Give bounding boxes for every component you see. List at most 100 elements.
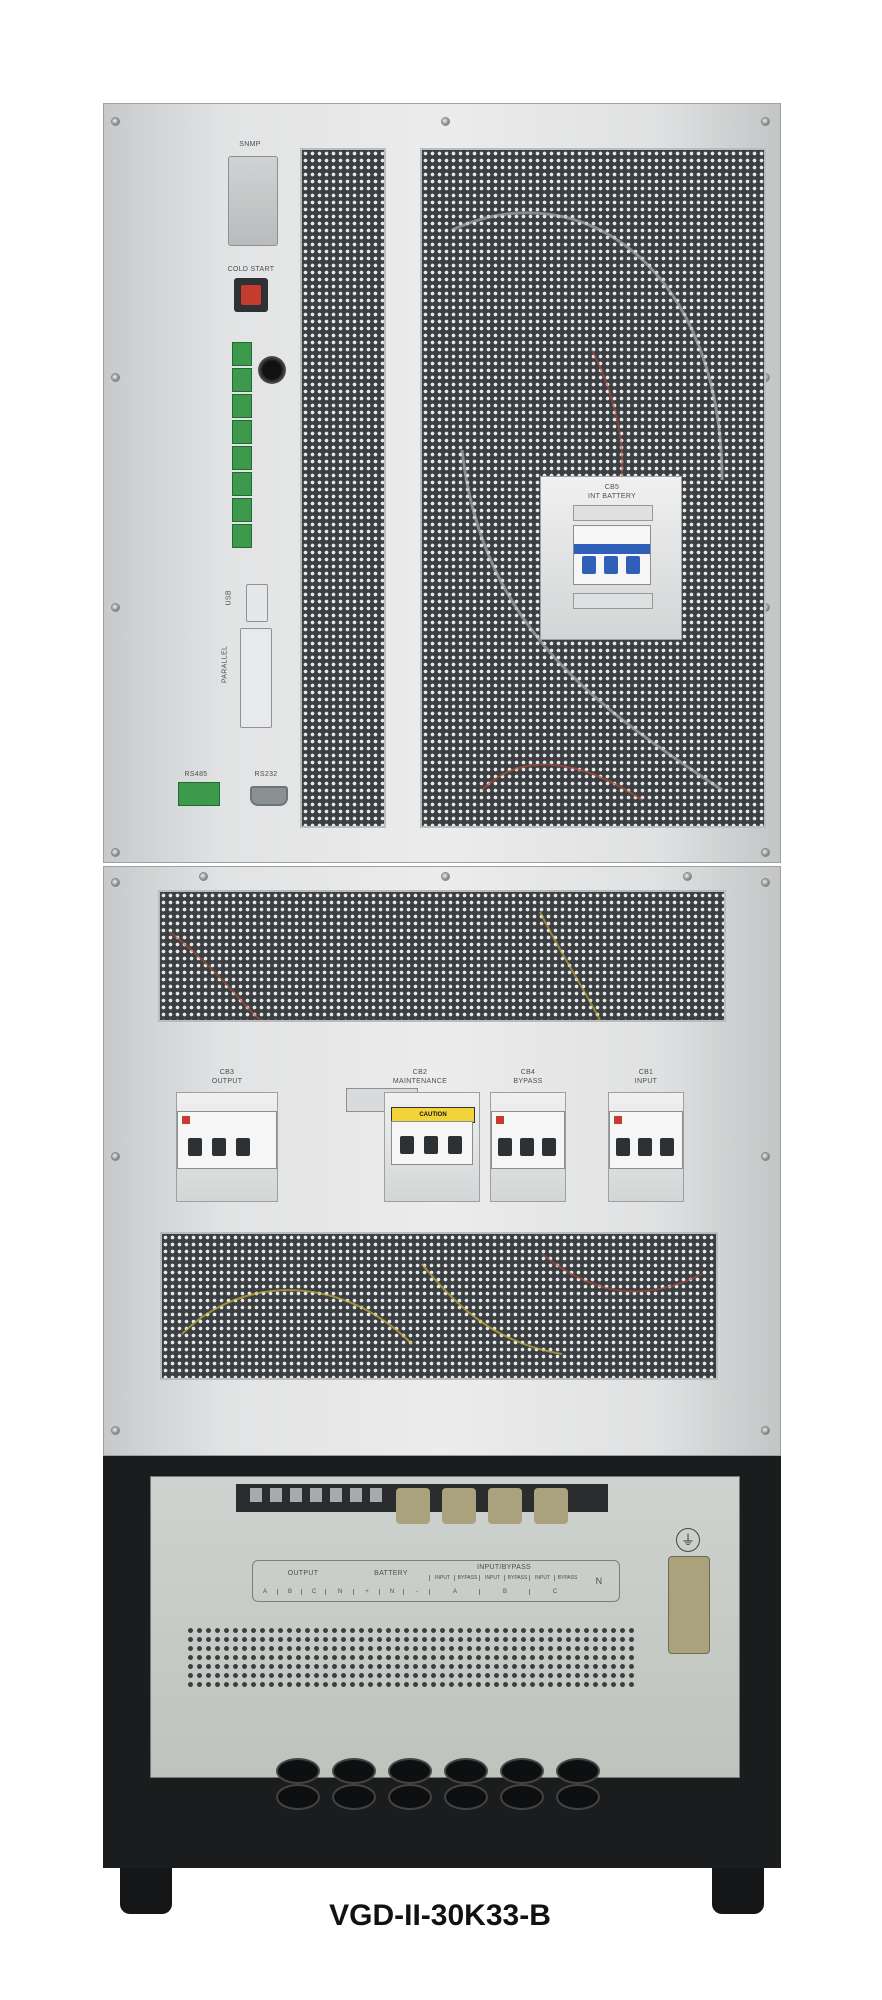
cb1-name: CB1 <box>638 1069 654 1076</box>
cb2-maintenance-breaker[interactable] <box>391 1121 473 1165</box>
battery-breaker-function: INT BATTERY <box>587 493 637 500</box>
grommet-5 <box>500 1758 544 1784</box>
terminal-lug-4 <box>310 1488 322 1502</box>
terminal-lug-5 <box>330 1488 342 1502</box>
panel-screw <box>112 849 119 856</box>
cold-start-button-cap <box>241 285 261 305</box>
panel-screw <box>762 1153 769 1160</box>
terminal-lug-6 <box>350 1488 362 1502</box>
terminal-7 <box>232 498 252 522</box>
terminal-3 <box>232 394 252 418</box>
cb2-pole-1[interactable] <box>400 1136 414 1154</box>
terminal-6 <box>232 472 252 496</box>
cb1-pole-1[interactable] <box>616 1138 630 1156</box>
sub-c-output: C <box>301 1589 326 1595</box>
cb3-pole-1[interactable] <box>188 1138 202 1156</box>
cb3-pole-3[interactable] <box>236 1138 250 1156</box>
panel-screw <box>762 849 769 856</box>
cb3-output-breaker[interactable] <box>177 1111 277 1169</box>
terminal-bar <box>236 1484 608 1524</box>
battery-breaker-name: CB5 <box>604 484 620 491</box>
middle-lower-vent-mesh <box>160 1232 718 1380</box>
terminal-compartment-perforations <box>186 1626 634 1688</box>
sub-a-input: A <box>429 1589 480 1595</box>
grommet-4 <box>444 1758 488 1784</box>
dry-contact-terminal-block <box>228 342 254 550</box>
middle-upper-cabling <box>169 911 601 1020</box>
table-input-bypass: INPUT/BYPASS <box>476 1564 532 1571</box>
panel-screw <box>112 374 119 381</box>
panel-screw <box>200 873 207 880</box>
sub-b-input: B <box>479 1589 530 1595</box>
panel-screw <box>442 873 449 880</box>
table-battery: BATTERY <box>374 1570 408 1577</box>
busbar-4 <box>534 1488 568 1524</box>
parallel-port-cover[interactable] <box>240 628 272 728</box>
terminal-lug-2 <box>270 1488 282 1502</box>
usb-label: USB <box>225 590 233 606</box>
left-vent-mesh <box>300 148 386 828</box>
parallel-label: PARALLEL <box>221 645 229 684</box>
breaker-row: CB3 OUTPUT CB2 MAINTENANCE CAUTION CB4 B… <box>170 1068 690 1208</box>
busbar-3 <box>488 1488 522 1524</box>
cb1-red-logo <box>614 1116 622 1124</box>
battery-breaker-pole-2[interactable] <box>604 556 618 574</box>
grommet-7 <box>276 1784 320 1810</box>
ground-icon: ⏚ <box>676 1528 700 1552</box>
cb4-pole-3[interactable] <box>542 1138 556 1156</box>
cb2-pole-3[interactable] <box>448 1136 462 1154</box>
table-neutral: N <box>595 1576 603 1586</box>
panel-screw <box>762 879 769 886</box>
sub-n-output: N <box>325 1589 354 1595</box>
cb4-pole-1[interactable] <box>498 1138 512 1156</box>
panel-screw <box>112 1427 119 1434</box>
terminal-lug-1 <box>250 1488 262 1502</box>
cable-entry-grommets <box>276 1758 616 1810</box>
cb1-pole-2[interactable] <box>638 1138 652 1156</box>
battery-breaker-plate: CB5 INT BATTERY <box>540 476 682 640</box>
middle-lower-cabling <box>181 1253 703 1355</box>
battery-breaker-switch[interactable] <box>573 525 651 585</box>
right-foot <box>712 1868 764 1914</box>
grommet-10 <box>444 1784 488 1810</box>
cable-gland <box>258 356 286 384</box>
bypass-label-1: BYPASS <box>454 1575 480 1581</box>
grommet-12 <box>556 1784 600 1810</box>
grommet-6 <box>556 1758 600 1784</box>
sub-b-output: B <box>277 1589 302 1595</box>
snmp-slot-cover[interactable] <box>228 156 278 246</box>
rs232-db9-port[interactable] <box>250 786 288 806</box>
cb1-plate <box>608 1092 684 1202</box>
battery-breaker-pole-1[interactable] <box>582 556 596 574</box>
cb3-red-logo <box>182 1116 190 1124</box>
sub-minus-battery: - <box>403 1589 430 1595</box>
cb2-plate: CAUTION <box>384 1092 480 1202</box>
terminal-2 <box>232 368 252 392</box>
cb3-function: OUTPUT <box>211 1078 243 1085</box>
busbar-1 <box>396 1488 430 1524</box>
battery-breaker-pole-3[interactable] <box>626 556 640 574</box>
panel-screw <box>762 118 769 125</box>
cb1-pole-3[interactable] <box>660 1138 674 1156</box>
cold-start-button[interactable] <box>234 278 268 312</box>
cb2-function: MAINTENANCE <box>392 1078 448 1085</box>
panel-screw <box>112 879 119 886</box>
snmp-label: SNMP <box>239 141 261 148</box>
cb4-bypass-breaker[interactable] <box>491 1111 565 1169</box>
cb2-pole-2[interactable] <box>424 1136 438 1154</box>
cb4-name: CB4 <box>520 1069 536 1076</box>
panel-screw <box>442 118 449 125</box>
usb-port-cover[interactable] <box>246 584 268 622</box>
sub-a-output: A <box>262 1589 267 1595</box>
cb4-pole-2[interactable] <box>520 1138 534 1156</box>
internal-cabling <box>451 211 724 801</box>
cb3-pole-2[interactable] <box>212 1138 226 1156</box>
rs485-terminal[interactable] <box>178 782 220 806</box>
battery-breaker-top-clip <box>573 505 653 521</box>
cb3-plate <box>176 1092 278 1202</box>
grommet-1 <box>276 1758 320 1784</box>
input-label-3: INPUT <box>529 1575 555 1581</box>
panel-screw <box>762 1427 769 1434</box>
cb1-input-breaker[interactable] <box>609 1111 683 1169</box>
